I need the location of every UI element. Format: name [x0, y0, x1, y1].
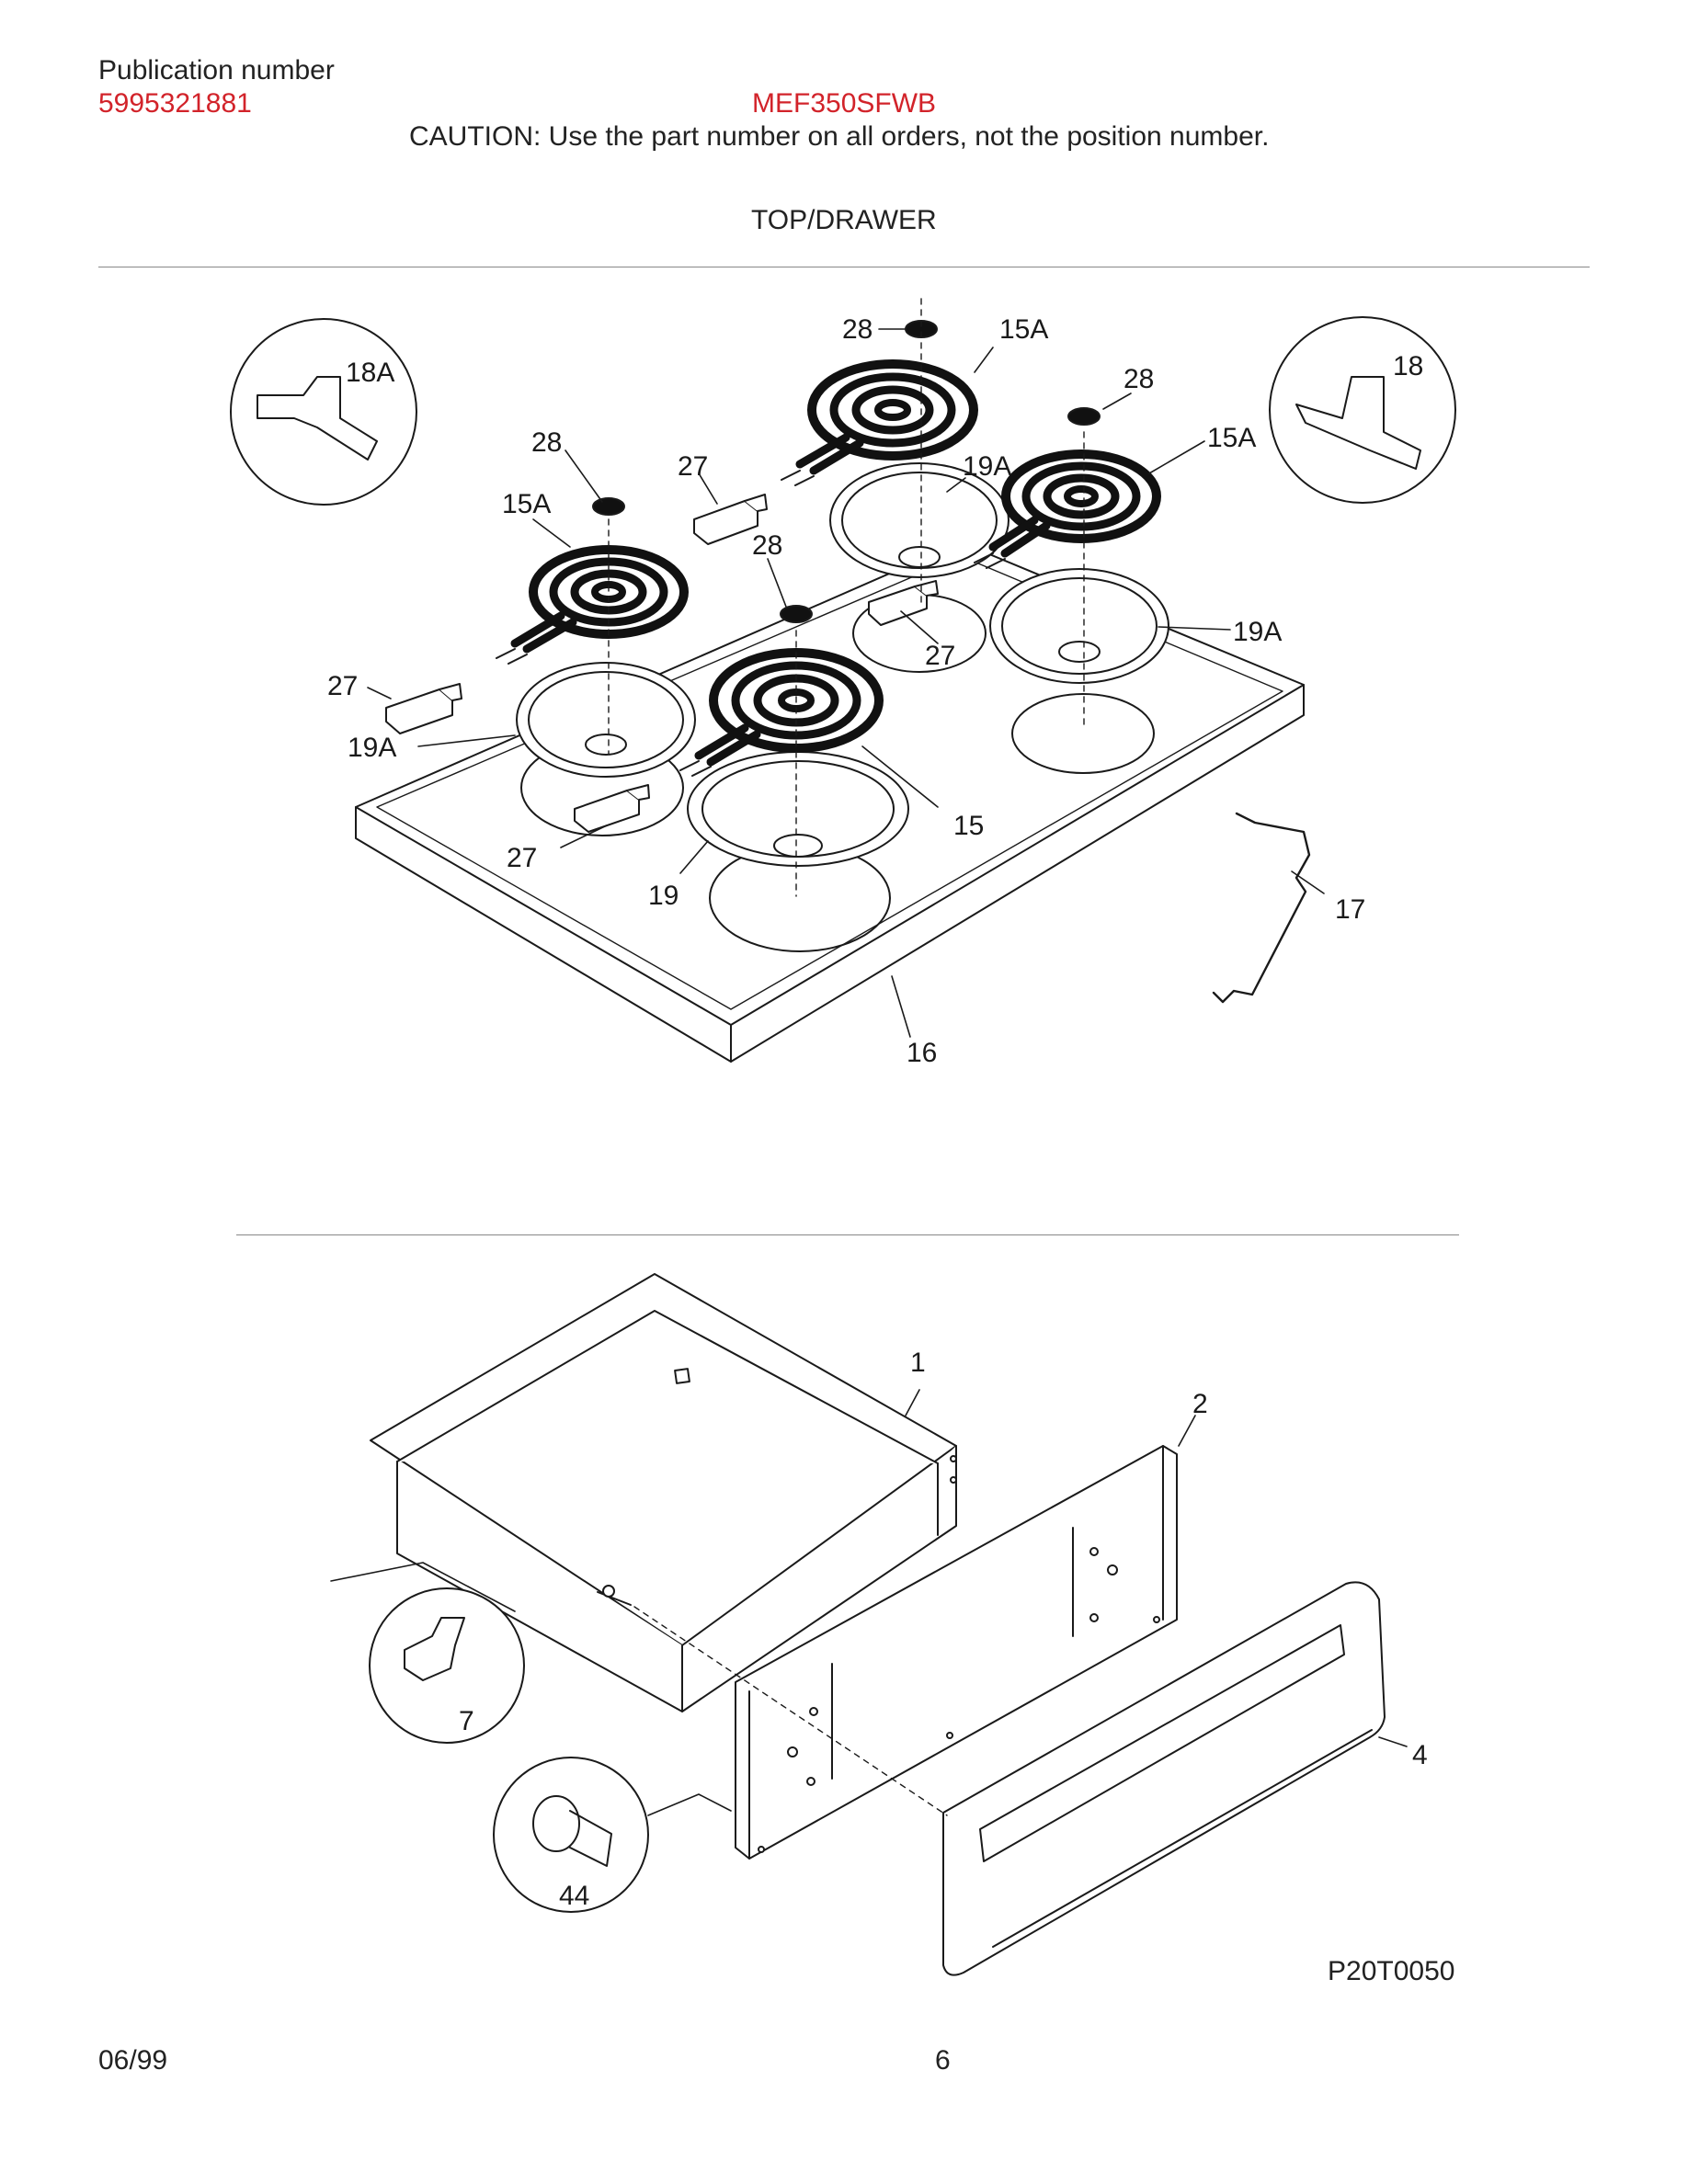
page-number: 6 [935, 2045, 951, 2076]
model-number: MEF350SFWB [752, 88, 937, 119]
drip-bowl-rear-left [829, 462, 1009, 578]
callout-15: 15 [953, 811, 984, 841]
callout-44: 44 [559, 1881, 589, 1911]
callout-2: 2 [1192, 1389, 1208, 1419]
receptacle-left [385, 683, 462, 734]
middle-divider [236, 1234, 1459, 1235]
drawer-front-panel-part-2 [735, 1445, 1178, 1860]
trim-cap-2 [1067, 407, 1101, 426]
drawer-body-part-1 [370, 1273, 957, 1712]
callout-15a: 15A [1207, 423, 1256, 453]
publication-number: 5995321881 [98, 88, 252, 119]
callout-7: 7 [459, 1706, 474, 1736]
cooktop-opening-rear-right [1011, 693, 1155, 774]
callout-19a: 19A [1233, 617, 1282, 647]
drawing-code: P20T0050 [1328, 1956, 1455, 1986]
wire-part-17 [1212, 812, 1311, 1004]
callout-27: 27 [678, 451, 708, 482]
detail-circle-44 [493, 1757, 649, 1913]
callout-15a: 15A [999, 314, 1048, 345]
detail-circle-7 [369, 1587, 525, 1744]
surface-element-rear-right [988, 449, 1161, 558]
drawer-panel-part-4 [942, 1581, 1386, 1976]
receptacle-rear [693, 494, 768, 545]
callout-18a: 18A [346, 358, 394, 388]
callout-28: 28 [752, 530, 782, 561]
callout-15a: 15A [502, 489, 551, 519]
callout-27: 27 [507, 843, 537, 873]
receptacle-front [574, 784, 650, 833]
leader-lines-drawer [330, 1389, 1408, 1816]
publication-label: Publication number [98, 55, 335, 85]
assembly-guide-lines [608, 298, 1085, 897]
caution-note: CAUTION: Use the part number on all orde… [409, 121, 1270, 152]
element-plug-terminals [496, 470, 1006, 777]
callout-4: 4 [1412, 1740, 1428, 1770]
callout-19a: 19A [348, 733, 396, 763]
callout-1: 1 [910, 1348, 926, 1378]
trim-cap-3 [592, 497, 625, 516]
trim-cap-4 [780, 605, 813, 623]
drip-bowl-front-left [516, 662, 696, 778]
callout-16: 16 [907, 1038, 937, 1068]
callout-28: 28 [531, 427, 562, 458]
callout-27: 27 [327, 671, 358, 701]
callout-28: 28 [1123, 364, 1154, 394]
drawer-assembly-guide [633, 1606, 948, 1816]
callout-27: 27 [925, 641, 955, 671]
footer-date: 06/99 [98, 2045, 168, 2076]
drip-bowl-rear-right [989, 568, 1169, 684]
callout-28: 28 [842, 314, 873, 345]
detail-circle-18a [230, 318, 417, 506]
receptacle-mid [868, 580, 939, 626]
detail-circle-18 [1269, 316, 1456, 504]
callout-19: 19 [648, 881, 679, 911]
surface-element-rear-left [795, 359, 978, 475]
surface-element-front-left [510, 545, 689, 654]
callout-19a: 19A [963, 451, 1011, 482]
callout-18: 18 [1393, 351, 1423, 381]
callout-17: 17 [1335, 894, 1365, 925]
section-title: TOP/DRAWER [751, 205, 937, 235]
drip-bowl-front-right [687, 751, 909, 867]
leader-lines-cooktop [367, 328, 1325, 1038]
